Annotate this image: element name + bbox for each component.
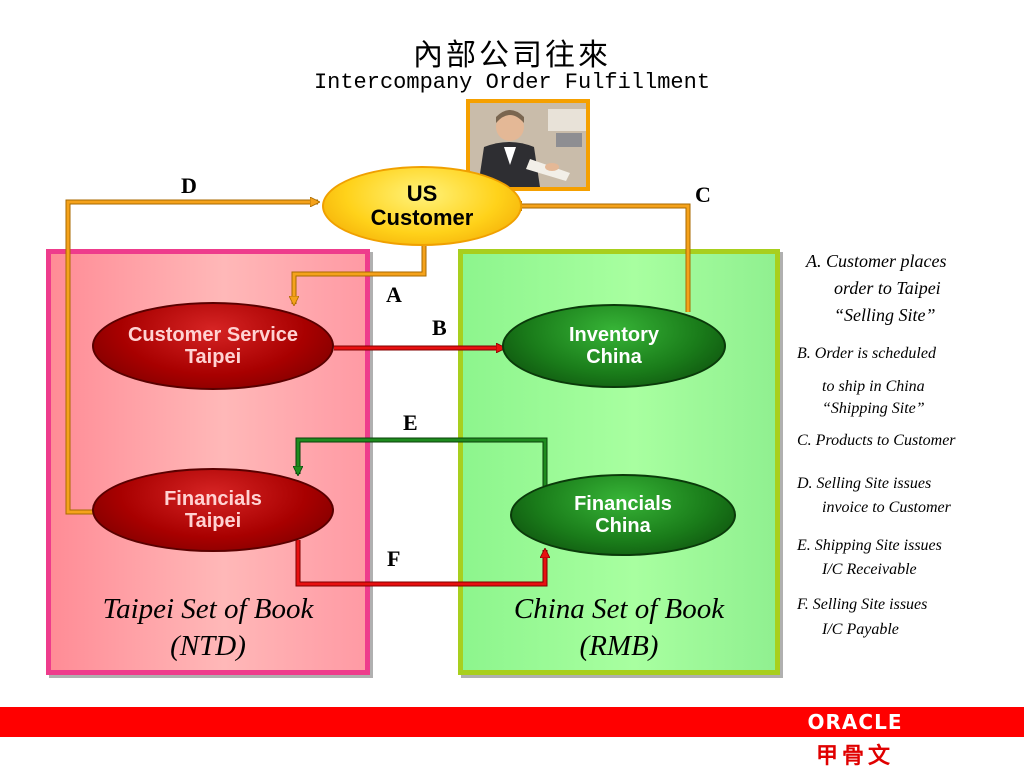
legend-d-line2: invoice to Customer xyxy=(822,499,951,516)
legend-d-line1: D. Selling Site issues xyxy=(797,475,932,492)
taipei-book-line1: Taipei Set of Book xyxy=(102,593,314,625)
customer-service-taipei-line2: Taipei xyxy=(184,346,242,368)
legend-e-line1: E. Shipping Site issues xyxy=(797,537,942,554)
businessman-at-keyboard-photo-icon xyxy=(470,103,586,187)
flow-label-e: E xyxy=(403,410,418,435)
us-customer-line1: US xyxy=(406,181,438,206)
legend-b-line1: B. Order is scheduled xyxy=(797,345,936,362)
financials-china-line1: Financials xyxy=(574,493,672,515)
footer-red-bar xyxy=(0,707,1024,737)
customer-service-taipei-line1: Customer Service xyxy=(127,324,299,346)
flow-label-f: F xyxy=(387,546,401,571)
taipei-book-caption: Taipei Set of Book (NTD) xyxy=(51,591,365,665)
flow-c-line xyxy=(514,203,691,312)
flow-f-line xyxy=(295,540,548,587)
legend-b-line3: “Shipping Site” xyxy=(822,400,925,417)
businessman-photo xyxy=(466,99,590,191)
legend-a-line3: “Selling Site” xyxy=(834,305,936,325)
financials-taipei-line2: Taipei xyxy=(184,510,242,532)
us-customer-line2: Customer xyxy=(370,205,474,230)
taipei-book-line2: (NTD) xyxy=(170,630,246,662)
flow-label-c: C xyxy=(695,182,711,207)
flow-label-d: D xyxy=(181,173,197,198)
legend-a-line2: order to Taipei xyxy=(834,278,941,298)
flow-label-a: A xyxy=(386,282,402,307)
oracle-logo-chinese: 甲骨文 xyxy=(815,744,894,769)
oracle-logo: ORACLE xyxy=(807,710,903,734)
china-book-caption: China Set of Book (RMB) xyxy=(463,591,775,665)
legend-f-line2: I/C Payable xyxy=(822,621,899,638)
page-title-english: Intercompany Order Fulfillment xyxy=(313,70,711,95)
legend-c-line1: C. Products to Customer xyxy=(797,432,956,449)
china-book-line1: China Set of Book xyxy=(513,593,725,625)
legend-f-line1: F. Selling Site issues xyxy=(797,596,928,613)
flow-label-b: B xyxy=(432,315,447,340)
inventory-china-line2: China xyxy=(586,346,642,368)
financials-taipei-line1: Financials xyxy=(164,488,262,510)
page-title-chinese: 內部公司往來 xyxy=(413,38,611,73)
flow-e-line xyxy=(295,437,548,486)
legend-a-line1: A. Customer places xyxy=(806,251,947,271)
financials-china-line2: China xyxy=(595,515,651,537)
legend-b-line2: to ship in China xyxy=(822,378,925,395)
inventory-china-line1: Inventory xyxy=(568,324,660,346)
legend-e-line2: I/C Receivable xyxy=(822,561,917,578)
china-book-line2: (RMB) xyxy=(579,630,659,662)
